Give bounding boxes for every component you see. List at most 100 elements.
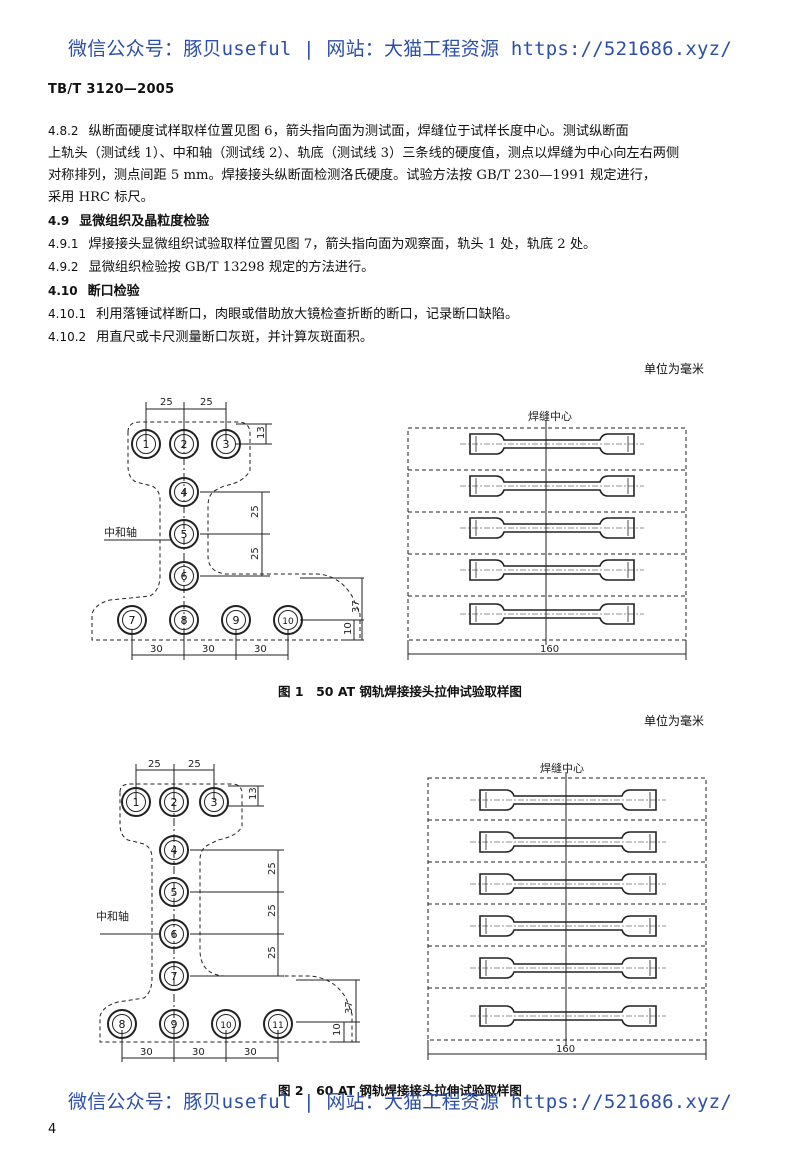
specimen-circle — [211, 1009, 241, 1039]
specimen-circle — [211, 429, 241, 459]
specimen-number: 11 — [272, 1021, 283, 1031]
specimen-circle-inner — [174, 610, 194, 630]
specimen-circle-inner — [216, 434, 236, 454]
specimen-circle — [107, 1009, 137, 1039]
length-label: 160 — [556, 1044, 575, 1055]
dim-label: 13 — [248, 787, 259, 800]
clause-line: 利用落锤试样断口，肉眼或借助放大镜检查折断的断口，记录断口缺陷。 — [96, 307, 519, 322]
clause-number: 4.10.1 — [48, 307, 87, 321]
specimen-circle — [169, 477, 199, 507]
clause-number: 4.10 — [48, 284, 78, 298]
clause-4-9-1: 4.9.1 焊接接头显微组织试验取样位置见图 7，箭头指向面为观察面，轨头 1 处… — [48, 233, 748, 256]
specimen-circle — [273, 605, 303, 635]
specimen-circle-inner — [136, 434, 156, 454]
specimen-circle — [169, 519, 199, 549]
clause-number: 4.9 — [48, 214, 70, 228]
clause-line: 采用 HRC 标尺。 — [48, 190, 154, 205]
specimen-circle — [169, 429, 199, 459]
clause-line: 对称排列，测点间距 5 mm。焊接接头纵断面检测洛氏硬度。试验方法按 GB/T … — [48, 168, 657, 183]
specimen-number: 8 — [119, 1018, 126, 1031]
length-label: 160 — [540, 644, 559, 655]
specimen-number: 2 — [171, 796, 178, 809]
dim-label: 37 — [351, 600, 362, 613]
clause-number: 4.8.2 — [48, 124, 79, 138]
specimen-circle-inner — [164, 966, 184, 986]
dim-label: 30 — [192, 1047, 205, 1058]
dim-label: 25 — [250, 505, 261, 518]
dim-label: 10 — [332, 1023, 343, 1036]
clause-4-8-2: 4.8.2 纵断面硬度试样取样位置见图 6，箭头指向面为测试面，焊缝位于试样长度中… — [48, 120, 748, 209]
specimen-circle — [159, 787, 189, 817]
figure2-caption: 图 2 60 AT 钢轨焊接接头拉伸试验取样图 — [278, 1083, 522, 1098]
clause-number: 4.9.1 — [48, 237, 79, 251]
specimen-circle — [263, 1009, 293, 1039]
unit-label-fig1: 单位为毫米 — [643, 362, 704, 376]
specimen-circle — [159, 877, 189, 907]
specimen-number: 1 — [143, 438, 150, 451]
tensile-specimen — [469, 603, 635, 625]
neutral-axis-label: 中和轴 — [104, 525, 137, 539]
specimen-circle — [117, 605, 147, 635]
specimen-number: 2 — [181, 438, 188, 451]
dim-label: 10 — [343, 622, 354, 635]
page-number: 4 — [48, 1122, 57, 1137]
dim-label: 37 — [344, 1001, 355, 1014]
specimen-circle-inner — [174, 482, 194, 502]
specimen-number: 10 — [220, 1021, 232, 1031]
neutral-axis-label: 中和轴 — [96, 909, 129, 923]
clause-number: 4.10.2 — [48, 330, 87, 344]
heading-text: 显微组织及晶粒度检验 — [79, 214, 210, 229]
specimen-circle-inner — [204, 792, 224, 812]
specimen-circle-inner — [164, 840, 184, 860]
clause-line: 上轨头（测试线 1）、中和轴（测试线 2）、轨底（测试线 3）三条线的硬度值，测… — [48, 146, 680, 161]
specimen-circle — [159, 1009, 189, 1039]
specimen-circle — [199, 787, 229, 817]
tensile-specimen — [479, 1005, 657, 1027]
clause-line: 焊接接头显微组织试验取样位置见图 7，箭头指向面为观察面，轨头 1 处，轨底 2… — [88, 237, 597, 252]
tensile-specimen — [469, 559, 635, 581]
specimen-number: 3 — [211, 796, 218, 809]
tensile-specimen — [469, 517, 635, 539]
specimen-circle-inner — [164, 924, 184, 944]
specimen-circle — [159, 961, 189, 991]
clause-line: 用直尺或卡尺测量断口灰斑，并计算灰斑面积。 — [96, 330, 374, 345]
dim-label: 25 — [200, 397, 213, 408]
heading-text: 断口检验 — [87, 284, 140, 299]
specimen-circle-inner — [164, 882, 184, 902]
clause-4-9-2: 4.9.2 显微组织检验按 GB/T 13298 规定的方法进行。 — [48, 256, 748, 279]
specimen-number: 6 — [181, 570, 188, 583]
weld-center-label: 焊缝中心 — [540, 761, 584, 775]
heading-4-10: 4.10 断口检验 — [48, 280, 748, 303]
dim-label: 25 — [267, 862, 278, 875]
dim-label: 30 — [140, 1047, 153, 1058]
specimen-circle-inner — [216, 1014, 236, 1034]
standard-header: TB/T 3120—2005 — [48, 82, 175, 97]
clause-4-10-2: 4.10.2 用直尺或卡尺测量断口灰斑，并计算灰斑面积。 — [48, 326, 748, 349]
specimen-circle — [159, 835, 189, 865]
watermark-bottom: 微信公众号：豚贝useful | 网站：大猫工程资源 https://52168… — [68, 1091, 732, 1113]
clause-number: 4.9.2 — [48, 260, 79, 274]
tensile-specimen — [479, 831, 657, 853]
specimen-circle-inner — [164, 792, 184, 812]
specimen-circle-inner — [226, 610, 246, 630]
specimen-number: 9 — [171, 1018, 178, 1031]
clause-line: 纵断面硬度试样取样位置见图 6，箭头指向面为测试面，焊缝位于试样长度中心。测试纵… — [88, 124, 629, 139]
dim-label: 25 — [267, 904, 278, 917]
tensile-specimen — [479, 915, 657, 937]
specimen-circle — [131, 429, 161, 459]
dim-label: 30 — [150, 644, 163, 655]
dim-label: 25 — [160, 397, 173, 408]
specimen-circle — [169, 605, 199, 635]
heading-4-9: 4.9 显微组织及晶粒度检验 — [48, 210, 748, 233]
specimen-circle — [121, 787, 151, 817]
clause-line: 显微组织检验按 GB/T 13298 规定的方法进行。 — [88, 260, 375, 275]
specimen-circle-inner — [174, 566, 194, 586]
weld-center-label: 焊缝中心 — [528, 409, 572, 423]
specimen-circle — [169, 561, 199, 591]
watermark-top: 微信公众号：豚贝useful | 网站：大猫工程资源 https://52168… — [68, 38, 732, 60]
specimen-circle-inner — [112, 1014, 132, 1034]
specimen-number: 4 — [171, 844, 178, 857]
dim-label: 13 — [256, 426, 267, 439]
specimen-circle-inner — [174, 524, 194, 544]
specimen-circle-inner — [164, 1014, 184, 1034]
